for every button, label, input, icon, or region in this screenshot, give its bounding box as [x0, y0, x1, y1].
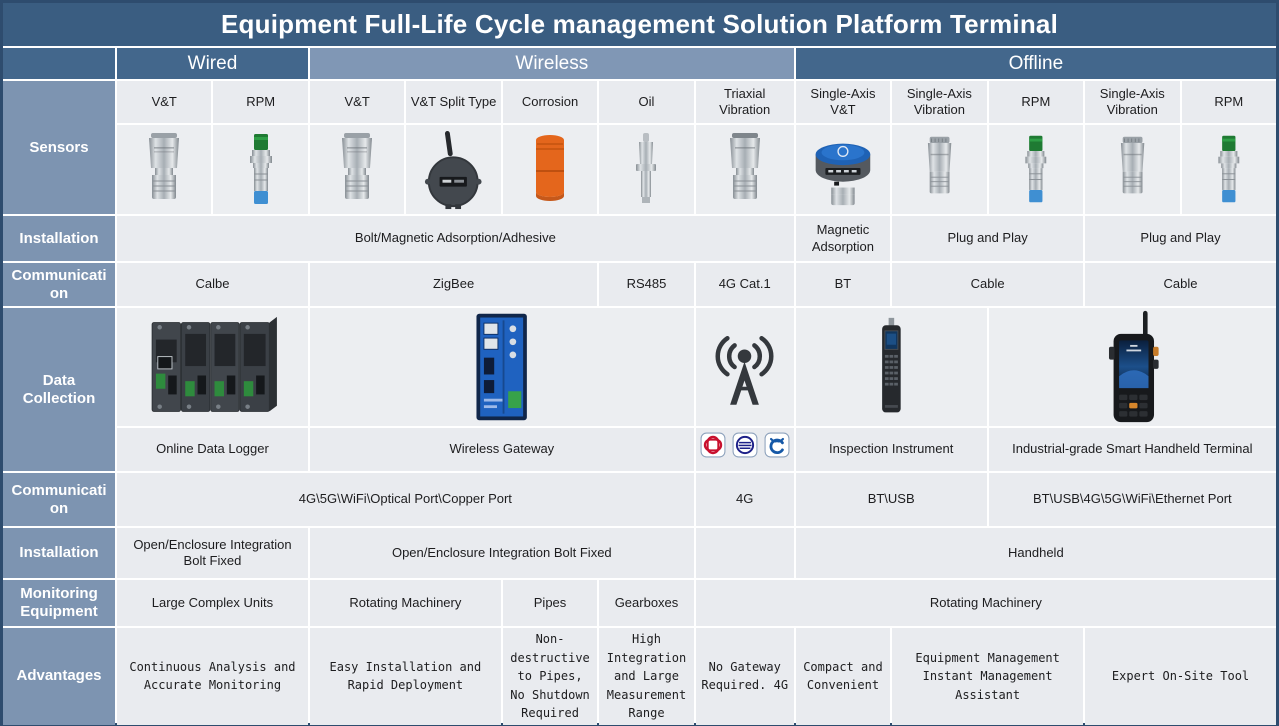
advantage-cell-easy-installation: Easy Installation and Rapid Deployment	[309, 628, 501, 725]
antenna-icon	[695, 308, 794, 426]
installation-cell-magnetic-adsorption: Magnetic Adsorption	[795, 216, 891, 261]
advantage-cell-expert-tool: Expert On-Site Tool	[1085, 628, 1276, 725]
single-axis-vt-sensor-image	[795, 125, 891, 214]
monitoring-cell-large-complex-units: Large Complex Units	[117, 580, 308, 626]
group-header-wireless: Wireless	[309, 48, 794, 79]
communication2-cell-wired-wireless: 4G\5G\WiFi\Optical Port\Copper Port	[117, 473, 694, 526]
advantage-cell-no-gateway: No Gateway Required. 4G	[695, 628, 794, 725]
advantage-cell-management-assistant: Equipment Management Instant Management …	[892, 628, 1084, 725]
sensor-type-corrosion: Corrosion	[502, 81, 598, 123]
rpm-sensor-image	[213, 125, 308, 214]
row-header-sensors: Sensors	[3, 81, 115, 214]
communication-cell-bt: BT	[795, 263, 891, 306]
advantage-cell-high-integration: High Integration and Large Measurement R…	[599, 628, 694, 725]
installation-cell-bolt-magnetic-adhesive: Bolt/Magnetic Adsorption/Adhesive	[117, 216, 794, 261]
row-header-advantages: Advantages	[3, 628, 115, 725]
inspection-instrument-image	[795, 308, 987, 426]
vt-sensor-image	[117, 125, 212, 214]
sensor-type-wireless-vt: V&T	[309, 81, 405, 123]
corrosion-sensor-image	[502, 125, 598, 214]
data-collection-label-handheld-terminal: Industrial-grade Smart Handheld Terminal	[988, 428, 1276, 471]
row-header-installation-2: Installation	[3, 528, 115, 578]
group-header-wired: Wired	[117, 48, 308, 79]
sensor-type-vt-split: V&T Split Type	[406, 81, 501, 123]
triaxial-vibration-sensor-image	[695, 125, 794, 214]
online-data-logger-image	[117, 308, 308, 426]
communication-cell-4g-cat1: 4G Cat.1	[695, 263, 794, 306]
row-header-communication-1: Communication	[3, 263, 115, 306]
sensor-type-single-axis-vibration-1: Single-Axis Vibration	[892, 81, 987, 123]
advantage-cell-continuous-analysis: Continuous Analysis and Accurate Monitor…	[117, 628, 308, 725]
table-grid: Wired Wireless Offline Sensors Installat…	[3, 48, 1276, 725]
rpm-sensor-image	[988, 125, 1084, 214]
carrier-icons-cell	[695, 428, 794, 471]
row-header-installation-1: Installation	[3, 216, 115, 261]
sensor-type-single-axis-vt: Single-Axis V&T	[795, 81, 891, 123]
row-header-data-collection: Data Collection	[3, 308, 115, 471]
corner-cell	[3, 48, 115, 79]
installation2-cell-empty	[695, 528, 794, 578]
communication-cell-zigbee: ZigBee	[309, 263, 598, 306]
communication-cell-calbe: Calbe	[117, 263, 308, 306]
page-title: Equipment Full-Life Cycle management Sol…	[3, 3, 1276, 46]
monitoring-cell-gearboxes: Gearboxes	[599, 580, 694, 626]
advantage-cell-non-destructive: Non-destructive to Pipes, No Shutdown Re…	[502, 628, 598, 725]
data-collection-label-wireless-gateway: Wireless Gateway	[309, 428, 694, 471]
communication-cell-cable-2: Cable	[1085, 263, 1276, 306]
china-mobile-icon	[732, 432, 758, 458]
group-header-offline: Offline	[795, 48, 1276, 79]
sensor-type-triaxial-vibration: Triaxial Vibration	[695, 81, 794, 123]
china-telecom-icon	[764, 432, 790, 458]
communication2-cell-4g: 4G	[695, 473, 794, 526]
sensor-type-offline-rpm-2: RPM	[1181, 81, 1276, 123]
installation-cell-plug-and-play-1: Plug and Play	[892, 216, 1084, 261]
row-header-communication-2: Communication	[3, 473, 115, 526]
communication-cell-cable-1: Cable	[892, 263, 1084, 306]
installation2-cell-handheld: Handheld	[795, 528, 1276, 578]
wireless-gateway-image	[309, 308, 694, 426]
monitoring-cell-pipes: Pipes	[502, 580, 598, 626]
installation2-cell-open-enclosure-1: Open/Enclosure Integration Bolt Fixed	[117, 528, 308, 578]
oil-sensor-image	[599, 125, 694, 214]
single-axis-vibration-sensor-image	[1085, 125, 1180, 214]
communication2-cell-bt-usb: BT\USB	[795, 473, 987, 526]
sensor-type-offline-rpm-1: RPM	[988, 81, 1084, 123]
handheld-terminal-image	[988, 308, 1276, 426]
data-collection-label-online-data-logger: Online Data Logger	[117, 428, 308, 471]
single-axis-vibration-sensor-image	[892, 125, 987, 214]
data-collection-label-inspection-instrument: Inspection Instrument	[795, 428, 987, 471]
monitoring-cell-rotating-machinery-2: Rotating Machinery	[695, 580, 1276, 626]
sensor-type-oil: Oil	[599, 81, 694, 123]
sensor-type-wired-vt: V&T	[117, 81, 212, 123]
sensor-type-single-axis-vibration-2: Single-Axis Vibration	[1085, 81, 1180, 123]
monitoring-cell-rotating-machinery-1: Rotating Machinery	[309, 580, 501, 626]
vt-split-sensor-image	[406, 125, 501, 214]
advantage-cell-compact-convenient: Compact and Convenient	[795, 628, 891, 725]
installation2-cell-open-enclosure-2: Open/Enclosure Integration Bolt Fixed	[309, 528, 694, 578]
sensor-type-wired-rpm: RPM	[213, 81, 308, 123]
communication2-cell-bt-usb-4g-5g: BT\USB\4G\5G\WiFi\Ethernet Port	[988, 473, 1276, 526]
row-header-monitoring-equipment: Monitoring Equipment	[3, 580, 115, 626]
china-unicom-icon	[700, 432, 726, 458]
rpm-sensor-image	[1181, 125, 1276, 214]
communication-cell-rs485: RS485	[599, 263, 694, 306]
installation-cell-plug-and-play-2: Plug and Play	[1085, 216, 1276, 261]
vt-sensor-image	[309, 125, 405, 214]
